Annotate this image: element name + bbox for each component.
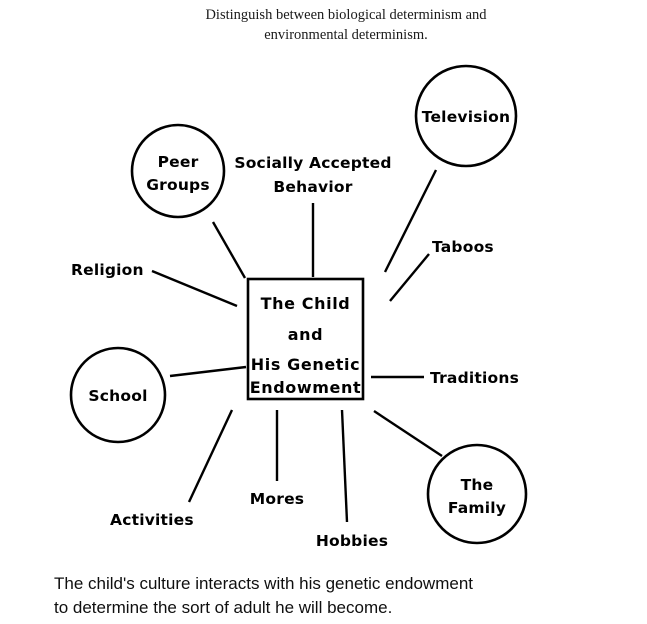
- peer-groups-label-line-2: Groups: [146, 176, 210, 194]
- connector-television: [383, 169, 438, 273]
- connector-taboos: [389, 253, 430, 302]
- center-node-line-1: The Child: [261, 294, 351, 313]
- node-taboos[interactable]: Taboos: [432, 238, 494, 256]
- religion-label: Religion: [71, 261, 144, 279]
- node-the-family[interactable]: The Family: [426, 443, 528, 545]
- node-peer-groups[interactable]: Peer Groups: [130, 123, 226, 219]
- connector-activities: [187, 409, 234, 503]
- prompt-question: Distinguish between biological determini…: [205, 7, 487, 43]
- center-node-line-4: Endowment: [250, 378, 362, 397]
- school-circle[interactable]: [69, 346, 167, 444]
- television-label: Television: [422, 108, 511, 126]
- the-family-label-line-2: Family: [448, 499, 506, 517]
- connector-religion: [151, 269, 238, 308]
- activities-label: Activities: [110, 511, 194, 529]
- connector-the-family: [373, 409, 443, 458]
- the-family-circle[interactable]: [426, 443, 528, 545]
- node-religion[interactable]: Religion: [71, 261, 144, 279]
- connector-peer-groups: [211, 221, 247, 279]
- center-node-box[interactable]: [246, 277, 365, 401]
- connector-school: [169, 365, 247, 378]
- diagram-caption: The child's culture interacts with his g…: [54, 574, 474, 617]
- taboos-label: Taboos: [432, 238, 494, 256]
- hobbies-label: Hobbies: [316, 532, 388, 550]
- node-school[interactable]: School: [69, 346, 167, 444]
- node-mores[interactable]: Mores: [250, 490, 304, 508]
- connector-hobbies: [340, 409, 349, 523]
- node-traditions[interactable]: Traditions: [430, 369, 519, 387]
- center-node-line-2: and: [288, 325, 323, 344]
- socially-accepted-behavior-line-1: Socially Accepted: [234, 154, 391, 172]
- peer-groups-label-line-1: Peer: [158, 153, 199, 171]
- peer-groups-circle[interactable]: [130, 123, 226, 219]
- mores-label: Mores: [250, 490, 304, 508]
- node-socially-accepted-behavior[interactable]: Socially Accepted Behavior: [234, 154, 391, 196]
- node-hobbies[interactable]: Hobbies: [316, 532, 388, 550]
- traditions-label: Traditions: [430, 369, 519, 387]
- center-node-group[interactable]: The Child and His Genetic Endowment: [246, 277, 365, 401]
- node-activities[interactable]: Activities: [110, 511, 194, 529]
- node-television[interactable]: Television: [414, 64, 518, 168]
- television-circle[interactable]: [414, 64, 518, 168]
- socially-accepted-behavior-line-2: Behavior: [273, 178, 352, 196]
- connector-lines: [151, 169, 443, 523]
- school-label: School: [88, 387, 147, 405]
- center-node-line-3: His Genetic: [251, 355, 360, 374]
- the-family-label-line-1: The: [461, 476, 494, 494]
